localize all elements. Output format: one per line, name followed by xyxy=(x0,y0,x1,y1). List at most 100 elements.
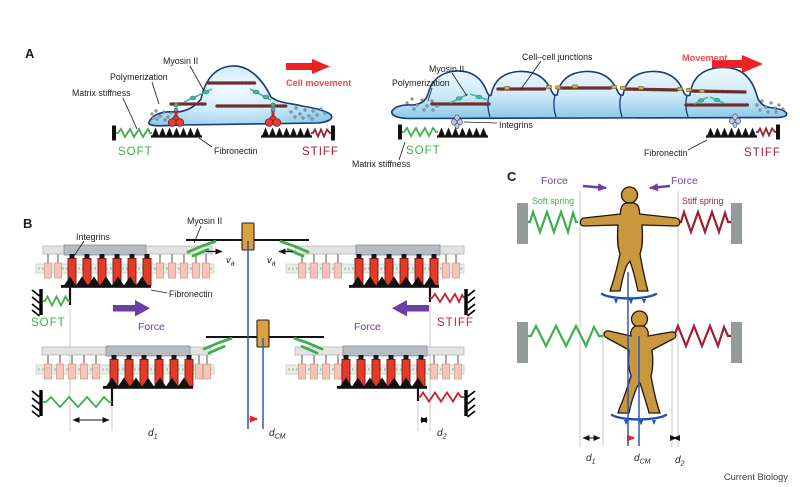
wall-block xyxy=(731,322,742,363)
scene-initial: Force Force Soft spring Stiff spring xyxy=(517,175,742,306)
myosin-label: Myosin II xyxy=(429,64,464,74)
cell-cell-boundaries xyxy=(487,94,689,118)
polymerization-dots xyxy=(150,106,327,122)
force-label-right: Force xyxy=(671,175,698,187)
soft-spring-stretched xyxy=(528,323,603,349)
stiff-label: STIFF xyxy=(302,146,339,158)
d1-label: d1 xyxy=(148,428,158,441)
integrins-label: Integrins xyxy=(499,120,533,130)
soft-spring xyxy=(116,127,152,139)
polymerization-label: Polymerization xyxy=(392,78,450,88)
matrix-stiffness-label: Matrix stiffness xyxy=(72,88,131,98)
soft-anchor-wall xyxy=(112,125,116,141)
myosin-filaments xyxy=(449,93,725,105)
panel-a: A xyxy=(25,46,788,169)
panel-a-label: A xyxy=(25,46,35,61)
panel-b-label: B xyxy=(23,216,32,231)
d2-label: d2 xyxy=(437,428,447,441)
collective-cell-diagram: Myosin II Cell–cell junctions Polymeriza… xyxy=(352,52,788,169)
force-label-right: Force xyxy=(354,321,381,333)
dcm-label: dCM xyxy=(269,428,286,441)
panel-b: B xyxy=(23,216,477,441)
scene-displaced xyxy=(517,310,742,427)
stiff-label: STIFF xyxy=(744,147,781,159)
pointer-line xyxy=(463,121,498,124)
pointer-line xyxy=(193,225,202,244)
matrix-stiffness-label: Matrix stiffness xyxy=(352,159,411,169)
fibronectin-strip xyxy=(151,127,202,138)
wall-block xyxy=(731,203,742,244)
force-label-left: Force xyxy=(138,321,165,333)
fixed-wall xyxy=(30,388,43,419)
fixed-wall xyxy=(464,287,477,318)
force-arrow-left xyxy=(582,183,607,192)
stiff-anchor-wall xyxy=(331,125,335,141)
actin-bundles xyxy=(430,86,750,107)
fibronectin-label: Fibronectin xyxy=(214,146,258,156)
soft-spring xyxy=(43,294,70,308)
junctions-label: Cell–cell junctions xyxy=(522,52,593,62)
soft-spring-label: Soft spring xyxy=(532,196,574,206)
pointer-line xyxy=(687,139,708,151)
stiff-spring xyxy=(756,126,776,138)
soft-label: SOFT xyxy=(118,146,153,158)
myosin-label: Myosin II xyxy=(163,56,198,66)
force-arrow-right xyxy=(649,183,671,192)
pointer-line xyxy=(198,137,213,148)
pointer-line xyxy=(520,60,542,90)
adhesion-module-bottom-right xyxy=(285,345,477,419)
movement-label: Movement xyxy=(682,53,727,63)
pointer-line xyxy=(427,87,433,102)
pointer-line xyxy=(451,72,468,97)
force-arrow-left xyxy=(113,300,150,317)
stiff-spring xyxy=(311,127,331,139)
fibronectin-label: Fibronectin xyxy=(644,148,688,158)
myosin-motor-top xyxy=(186,222,310,258)
soft-anchor-wall xyxy=(398,124,402,140)
stiff-spring-stretched xyxy=(418,390,464,404)
skateboard xyxy=(600,292,658,306)
soft-spring xyxy=(528,208,578,236)
stiff-spring xyxy=(679,208,731,236)
force-arrow-right xyxy=(392,300,429,317)
fixed-wall xyxy=(30,287,43,318)
adhesion-module-top-left xyxy=(30,244,215,318)
soft-spring-stretched xyxy=(43,395,112,409)
fibronectin-strip xyxy=(437,127,488,138)
polymerization-label: Polymerization xyxy=(110,72,168,82)
movement-arrow xyxy=(712,55,763,73)
fibronectin-label: Fibronectin xyxy=(169,289,213,299)
reference-lines xyxy=(579,191,679,447)
panel-c-label: C xyxy=(507,169,517,184)
dcm-label: dCM xyxy=(634,453,651,466)
adhesion-module-top-right xyxy=(285,244,477,318)
pointer-line xyxy=(122,97,138,130)
panel-c: C Force Force Soft spring Stiff spring xyxy=(507,169,742,468)
wall-block xyxy=(517,322,528,363)
myosin-label: Myosin II xyxy=(187,216,222,226)
stiff-spring-label: Stiff spring xyxy=(682,196,724,206)
pointer-line xyxy=(73,240,85,257)
journal-credit: Current Biology xyxy=(724,472,788,482)
va-label-right: va xyxy=(267,255,276,268)
stiff-anchor-wall xyxy=(776,124,780,140)
pointer-line xyxy=(150,289,168,294)
d1-label: d1 xyxy=(586,453,596,466)
stiff-label: STIFF xyxy=(437,317,474,329)
pointer-line xyxy=(151,81,160,105)
fibronectin-strip xyxy=(706,127,757,138)
d2-label: d2 xyxy=(675,455,685,468)
soft-spring xyxy=(402,126,438,139)
pointer-line xyxy=(189,65,205,92)
cell-movement-arrow xyxy=(286,59,330,74)
polymerization-dots xyxy=(405,97,785,114)
myosin-filaments xyxy=(183,88,272,103)
va-label-left: va xyxy=(226,255,235,268)
fibronectin-strip xyxy=(261,127,312,138)
integrins-label: Integrins xyxy=(76,232,110,242)
wall-block xyxy=(517,203,528,244)
skater-figure xyxy=(579,186,681,292)
cell-body xyxy=(148,65,333,127)
stiff-spring xyxy=(430,292,465,305)
